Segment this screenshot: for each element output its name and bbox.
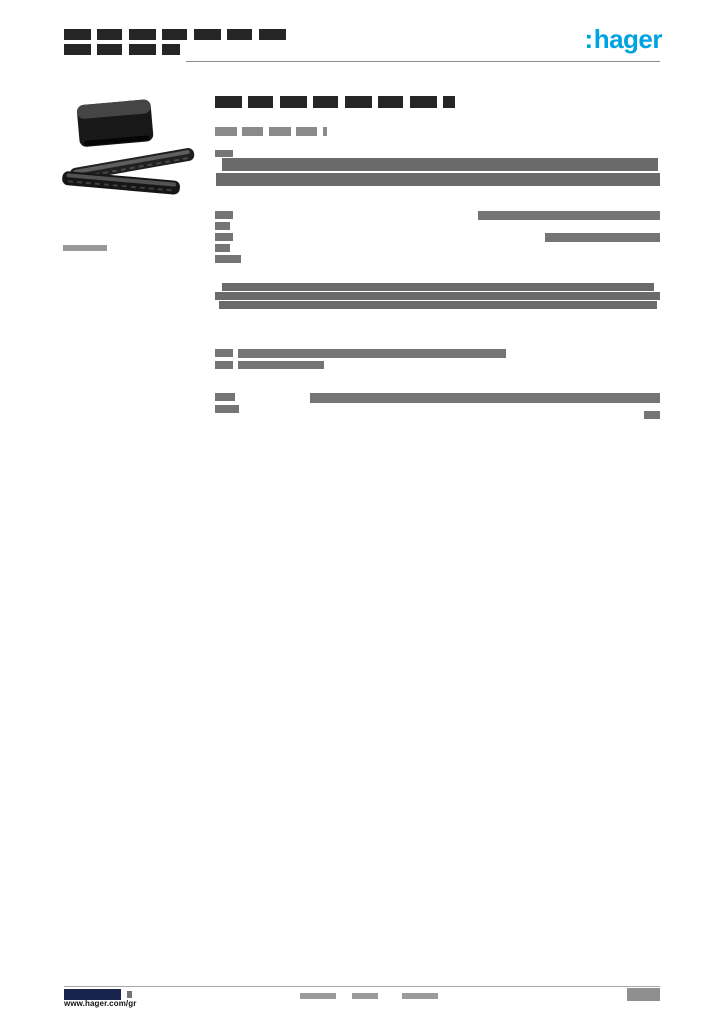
header-title-line-2	[64, 44, 180, 55]
section-c-row-2-label	[215, 361, 233, 369]
product-photo-image	[62, 99, 195, 195]
hager-logo: :hager	[584, 24, 663, 54]
section-a-text-line-2	[216, 173, 660, 186]
spec-row-1-value	[478, 211, 660, 220]
section-c-row-1-label	[215, 349, 233, 357]
spec-row-5-label	[215, 255, 241, 263]
footer-center-text-1	[300, 993, 336, 999]
spec-row-2-label	[215, 222, 230, 230]
section-d-right-mark	[644, 411, 660, 419]
photo-caption	[63, 245, 107, 251]
section-b-text-line-1	[222, 283, 654, 291]
section-d-row-2-label	[215, 405, 239, 413]
footer-superscript-mark	[127, 991, 132, 998]
footer-center-text-3	[402, 993, 438, 999]
section-b-text-line-3	[219, 301, 657, 309]
section-a-label	[215, 150, 233, 157]
section-d-row-1-value	[310, 393, 660, 403]
spec-row-3-value	[545, 233, 660, 242]
section-c-row-2-value	[238, 361, 324, 369]
product-title	[215, 96, 455, 108]
footer-center-text-2	[352, 993, 378, 999]
product-subtitle	[215, 127, 327, 136]
website-link[interactable]: www.hager.com/gr	[64, 999, 137, 1008]
section-a-text-line-1	[222, 158, 658, 171]
spec-row-4-label	[215, 244, 230, 252]
spec-row-3-label	[215, 233, 233, 241]
page-number-box	[627, 988, 660, 1001]
spec-row-1-label	[215, 211, 233, 219]
header-divider	[186, 61, 660, 62]
section-b-text-line-2	[215, 292, 660, 300]
section-d-row-1-label	[215, 393, 235, 401]
footer-brand-box	[64, 989, 121, 1000]
header-title-line-1	[64, 29, 290, 40]
section-c-row-1-value	[238, 349, 506, 358]
hager-logo-mark: :	[584, 24, 594, 54]
footer-divider	[64, 986, 660, 987]
product-photo	[62, 92, 204, 207]
hager-logo-text: hager	[593, 24, 663, 54]
